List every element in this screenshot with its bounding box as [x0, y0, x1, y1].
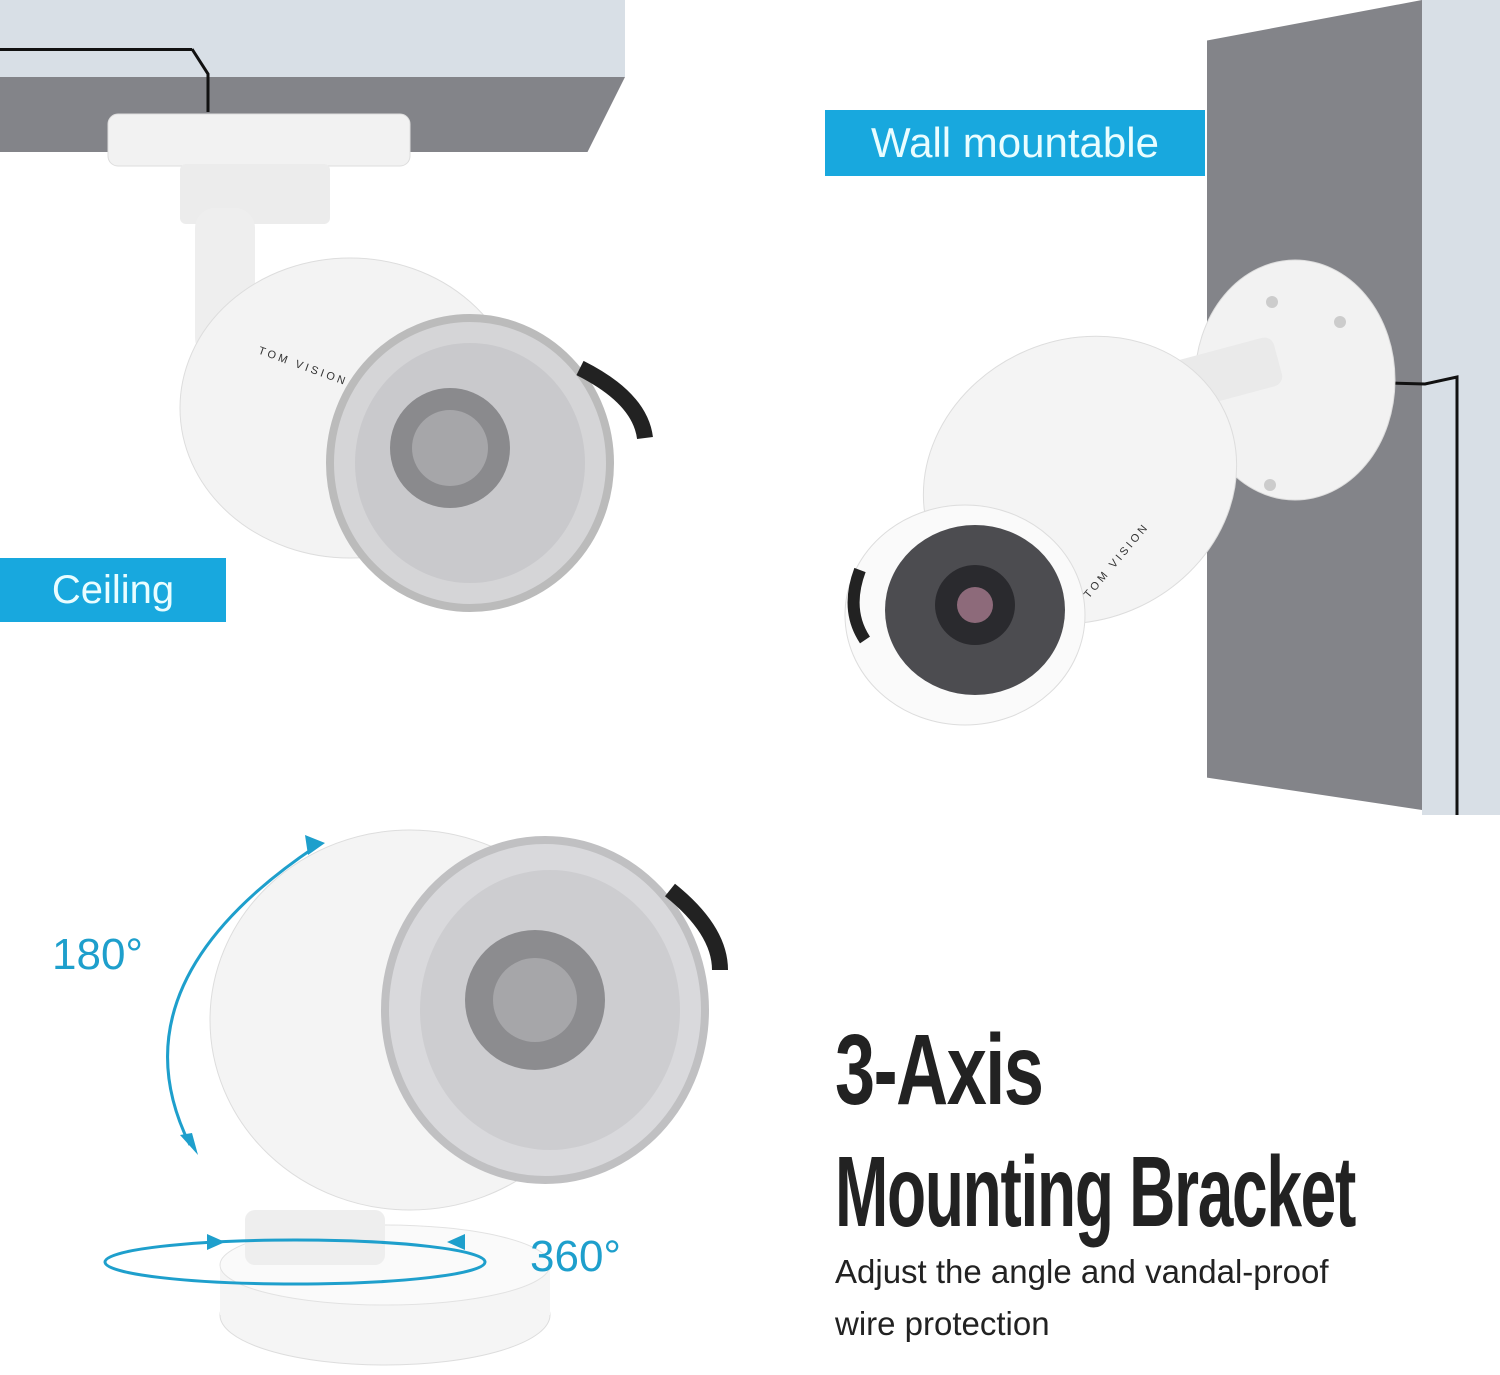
- ceiling-wire: [0, 48, 192, 51]
- feature-title-line2: Mounting Bracket: [835, 1136, 1356, 1248]
- ceiling-label: Ceiling: [0, 558, 226, 622]
- tilt-degree-label: 180°: [52, 930, 144, 979]
- ceiling-camera-image: [107, 113, 653, 612]
- tilt-arrow-icon: [166, 835, 325, 1155]
- rotating-camera-image: [209, 829, 728, 1366]
- wall-wire: [1389, 375, 1459, 815]
- feature-description-line1: Adjust the angle and vandal-proof: [835, 1253, 1329, 1290]
- ceiling-surface: [0, 0, 625, 77]
- wall-side: [1422, 0, 1500, 815]
- ceiling-wire-bend: [190, 48, 210, 112]
- pan-arrow-icon: [103, 1234, 487, 1286]
- feature-description-line2: wire protection: [835, 1305, 1050, 1342]
- feature-title-line1: 3-Axis: [835, 1014, 1044, 1126]
- pan-degree-label: 360°: [530, 1232, 622, 1281]
- wall-camera-image: [844, 259, 1396, 726]
- wall-mountable-label: Wall mountable: [825, 110, 1205, 176]
